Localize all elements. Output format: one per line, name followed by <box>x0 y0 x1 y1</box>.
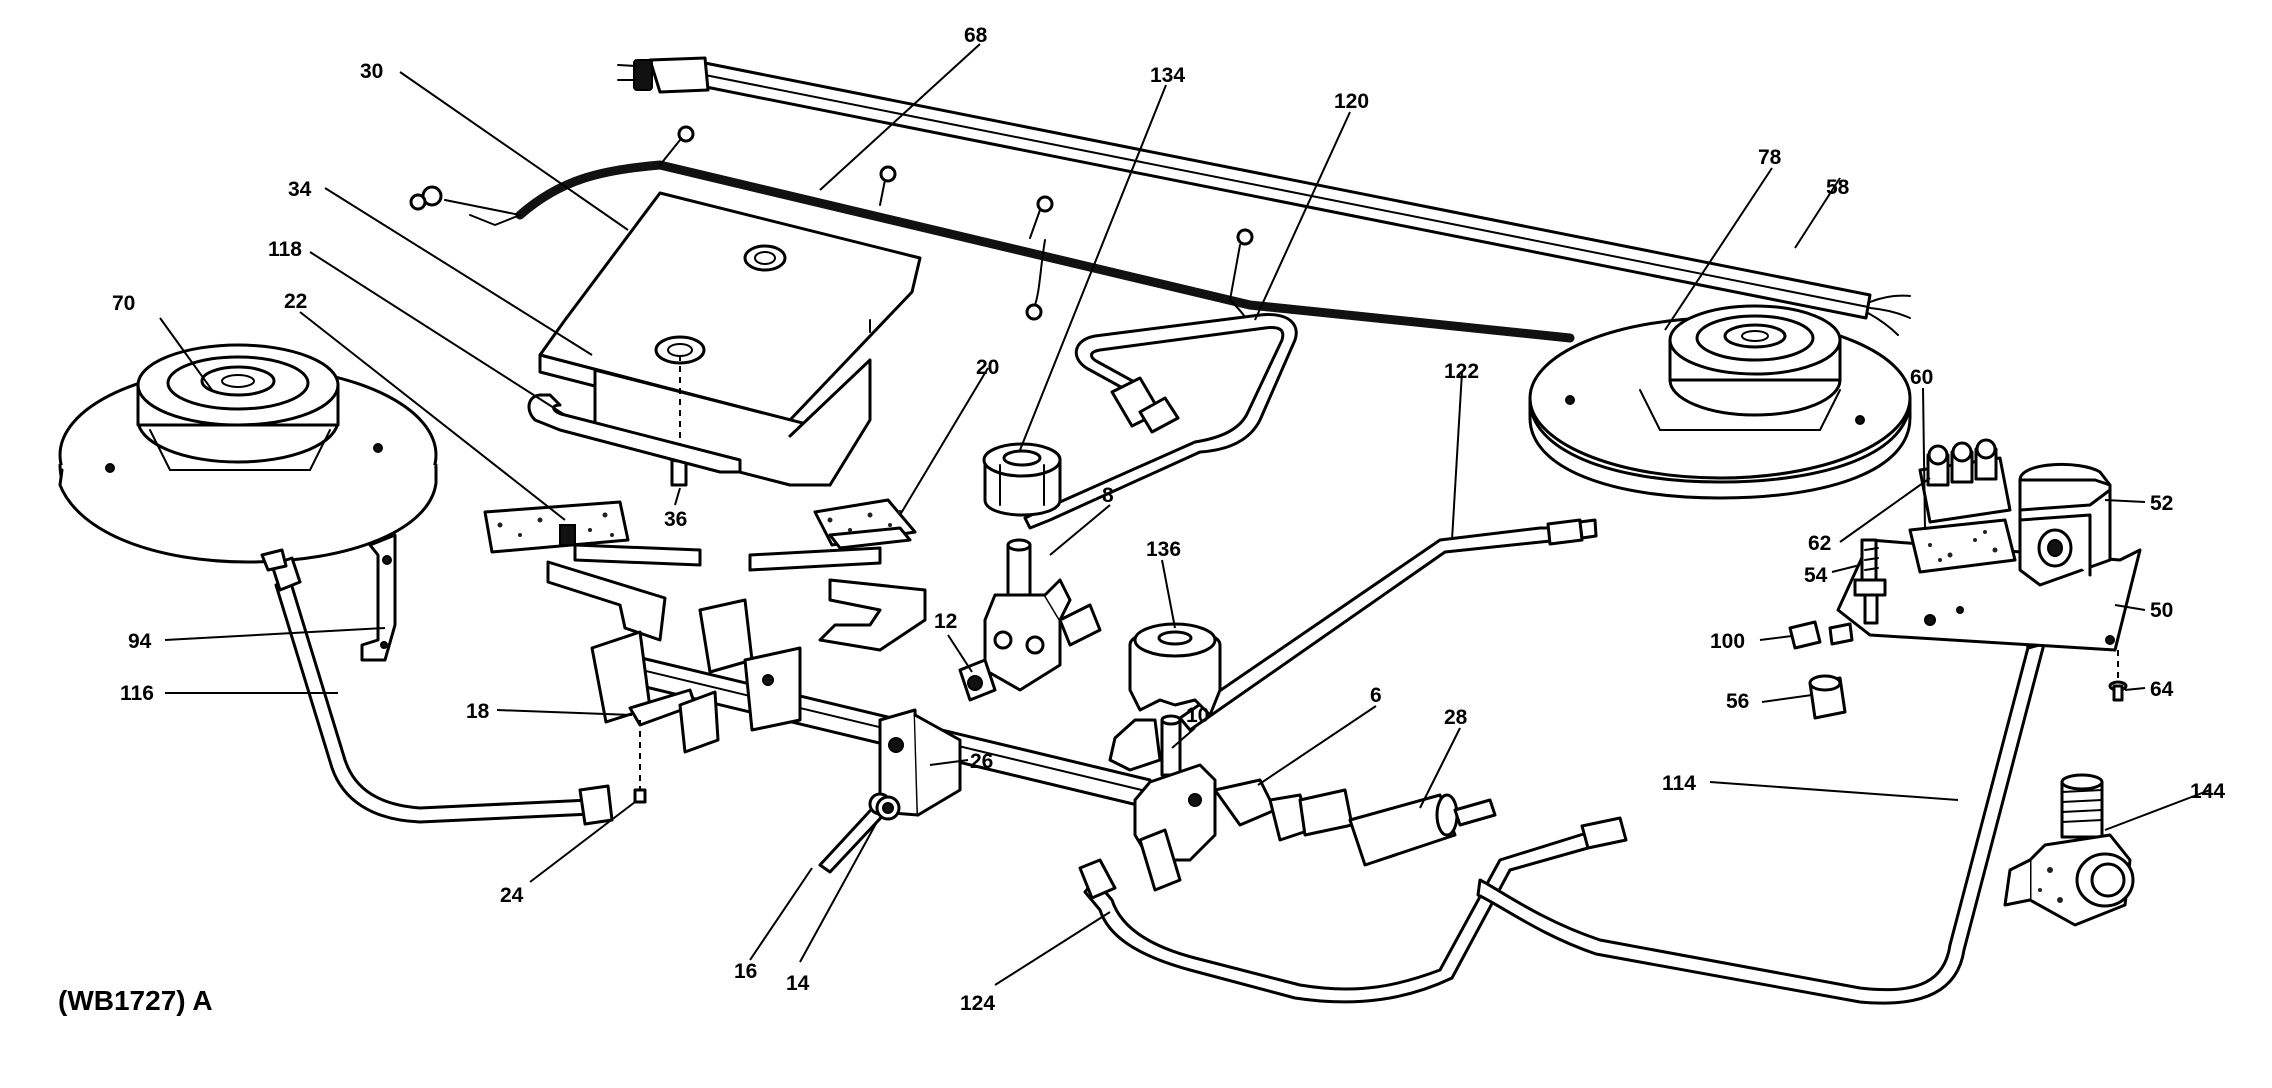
fitting-56 <box>1808 674 1847 720</box>
gas-tube-116 <box>260 548 614 826</box>
label-18: 18 <box>466 700 490 723</box>
gas-tube-124 <box>1078 816 1628 1004</box>
burner-orifice-cap-134 <box>982 442 1062 517</box>
label-20: 20 <box>976 356 999 379</box>
label-10: 10 <box>1186 704 1209 727</box>
label-12: 12 <box>934 610 957 633</box>
electrode-54 <box>1853 538 1887 625</box>
label-134: 134 <box>1150 64 1185 87</box>
label-122: 122 <box>1444 360 1479 383</box>
label-34: 34 <box>288 178 312 201</box>
label-68: 68 <box>964 24 988 47</box>
label-64: 64 <box>2150 678 2174 701</box>
label-70: 70 <box>112 292 135 315</box>
wire-harness <box>409 125 1575 343</box>
label-144: 144 <box>2190 780 2225 803</box>
burner-70 <box>58 343 438 564</box>
diagram-code: (WB1727) A <box>58 985 213 1016</box>
gasket-speckle <box>497 510 1998 562</box>
label-16: 16 <box>734 960 757 983</box>
label-26: 26 <box>970 750 993 773</box>
label-14: 14 <box>786 972 810 995</box>
screw-64 <box>2108 650 2128 702</box>
label-54: 54 <box>1804 564 1828 587</box>
label-100: 100 <box>1710 630 1745 653</box>
label-56: 56 <box>1726 690 1749 713</box>
label-120: 120 <box>1334 90 1369 113</box>
gas-tube-118 <box>527 393 742 474</box>
label-6: 6 <box>1370 684 1382 707</box>
label-52: 52 <box>2150 492 2173 515</box>
label-22: 22 <box>284 290 307 313</box>
regulator-28 <box>1348 793 1497 867</box>
control-module <box>538 191 922 487</box>
valve-6 <box>1213 778 1354 842</box>
igniter-20 <box>748 498 927 652</box>
label-136: 136 <box>1146 538 1181 561</box>
switch-52 <box>2018 463 2112 587</box>
label-116: 116 <box>120 682 154 705</box>
label-30: 30 <box>360 60 383 83</box>
leader-lines <box>159 43 2211 986</box>
gas-tube-120 <box>1023 313 1298 530</box>
insulator-60 <box>1908 518 2017 574</box>
gas-tube-114 <box>1476 593 2062 1005</box>
terminal-block-62 <box>1918 438 2012 524</box>
burner-orifice-cap-136 <box>1128 622 1222 717</box>
label-94: 94 <box>128 630 152 653</box>
label-58: 58 <box>1826 176 1850 199</box>
gas-tube-122 <box>1178 518 1598 732</box>
bracket-94 <box>360 533 397 662</box>
label-50: 50 <box>2150 599 2173 622</box>
igniter-22 <box>483 500 702 642</box>
label-24: 24 <box>500 884 524 907</box>
burner-valve-8 <box>958 538 1102 702</box>
power-cord <box>617 56 1911 336</box>
label-28: 28 <box>1444 706 1468 729</box>
bracket-26 <box>818 708 962 874</box>
label-114: 114 <box>1662 772 1696 795</box>
burner-78 <box>1528 304 1912 500</box>
label-124: 124 <box>960 992 995 1015</box>
label-118: 118 <box>268 238 302 261</box>
gas-regulator-144 <box>2003 773 2135 927</box>
label-78: 78 <box>1758 146 1782 169</box>
clip-100 <box>1788 620 1854 650</box>
bracket-18 <box>590 598 802 804</box>
part-labels: 30 68 134 120 78 58 34 118 70 22 20 122 … <box>112 24 2225 1015</box>
label-8: 8 <box>1102 484 1114 507</box>
label-60: 60 <box>1910 366 1933 389</box>
burner-valve-10 <box>1108 714 1217 892</box>
label-36: 36 <box>664 508 687 531</box>
label-62: 62 <box>1808 532 1831 555</box>
